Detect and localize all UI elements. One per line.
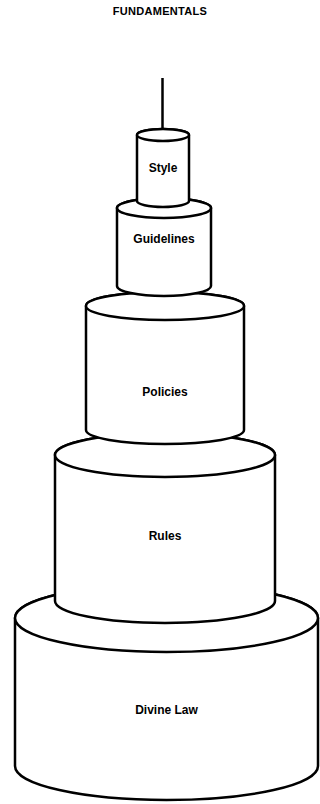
cylinder-top <box>117 198 211 218</box>
cylinder-body <box>55 433 275 623</box>
tier-label: Divine Law <box>15 703 318 717</box>
cylinder-top <box>55 433 275 477</box>
diagram-title: FUNDAMENTALS <box>0 5 320 17</box>
tier-label: Guidelines <box>117 232 211 246</box>
cake-tier: Rules <box>55 433 275 623</box>
cylinder-top <box>86 292 244 320</box>
cake-tier: Guidelines <box>117 198 211 296</box>
cake-tier: Style <box>137 129 189 207</box>
cylinder-top <box>137 129 189 141</box>
cylinder-top <box>15 584 318 652</box>
cylinder-outline <box>55 433 275 623</box>
cylinder-body <box>86 292 244 444</box>
cylinder-body <box>117 198 211 296</box>
tier-label: Style <box>137 161 189 175</box>
cylinder-body <box>137 129 189 207</box>
candle-line <box>161 78 164 134</box>
cylinder-body <box>15 584 318 800</box>
cake-tier: Policies <box>86 292 244 444</box>
tier-label: Policies <box>86 385 244 399</box>
cylinder-outline <box>86 292 244 444</box>
cylinder-outline <box>117 198 211 296</box>
tier-label: Rules <box>55 529 275 543</box>
